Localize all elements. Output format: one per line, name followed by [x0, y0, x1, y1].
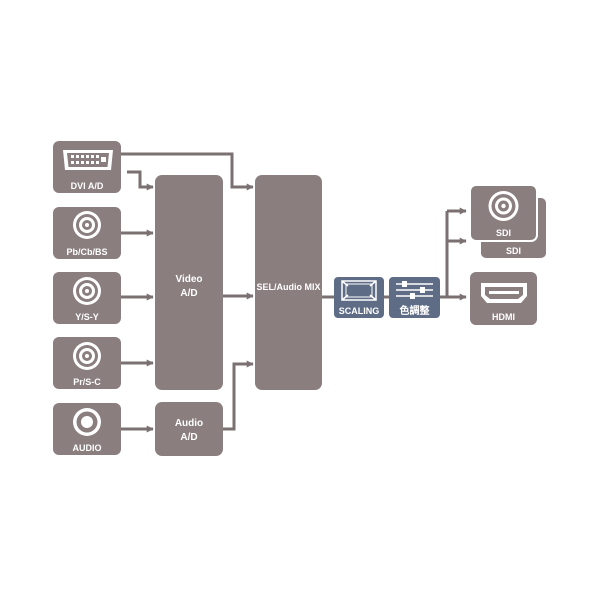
input-pb-label: Pb/Cb/BS	[66, 247, 107, 257]
video-ad-box	[155, 175, 223, 390]
output-sdi-1: SDI	[469, 184, 538, 242]
connection-lines	[121, 152, 467, 433]
sel-audio-mix-block: SEL/Audio MIX	[255, 175, 322, 390]
audio-ad-label-line1: Audio	[175, 418, 203, 429]
dvi-connector-icon	[63, 150, 113, 170]
color-adjust-sliders-icon	[396, 281, 433, 299]
sel-audio-mix-label: SEL/Audio MIX	[257, 282, 321, 292]
sel-audio-mix-box	[255, 175, 322, 390]
audio-ad-box	[155, 402, 223, 456]
audio-ad-block: Audio A/D	[155, 402, 223, 456]
video-ad-label-line2: A/D	[180, 288, 197, 299]
output-sdi-1-label: SDI	[496, 228, 511, 238]
audio-ad-label-line2: A/D	[180, 432, 197, 443]
input-y-label: Y/S-Y	[75, 312, 99, 322]
color-adjust-label: 色調整	[400, 304, 430, 317]
input-pr: Pr/S-C	[53, 337, 121, 389]
output-hdmi: HDMI	[470, 272, 537, 325]
input-pb: Pb/Cb/BS	[53, 207, 121, 259]
input-dvi-label: DVI A/D	[71, 181, 104, 191]
hdmi-connector-icon	[481, 283, 527, 303]
arrow-dvi-to-sel	[121, 152, 254, 191]
scaling-block: SCALING	[334, 277, 384, 318]
bnc-connector-icon	[73, 277, 101, 305]
bnc-connector-icon	[73, 342, 101, 370]
input-audio: AUDIO	[53, 403, 121, 455]
rca-connector-icon	[73, 408, 101, 436]
arrow-dvi-to-video-ad	[127, 170, 154, 191]
output-hdmi-label: HDMI	[492, 312, 515, 322]
bnc-connector-icon	[488, 191, 519, 221]
input-dvi: DVI A/D	[53, 141, 121, 193]
video-ad-block: Video A/D	[155, 175, 223, 390]
scaling-icon	[341, 280, 377, 301]
scaling-label: SCALING	[339, 306, 380, 316]
color-adjust-block: 色調整	[389, 277, 440, 318]
input-pr-label: Pr/S-C	[73, 377, 101, 387]
arrow-audio-ad-to-sel	[223, 360, 254, 431]
video-ad-label-line1: Video	[175, 274, 202, 285]
input-y: Y/S-Y	[53, 272, 121, 324]
bnc-connector-icon	[73, 211, 101, 239]
output-sdi-2-label: SDI	[506, 246, 521, 256]
input-audio-label: AUDIO	[73, 443, 102, 453]
